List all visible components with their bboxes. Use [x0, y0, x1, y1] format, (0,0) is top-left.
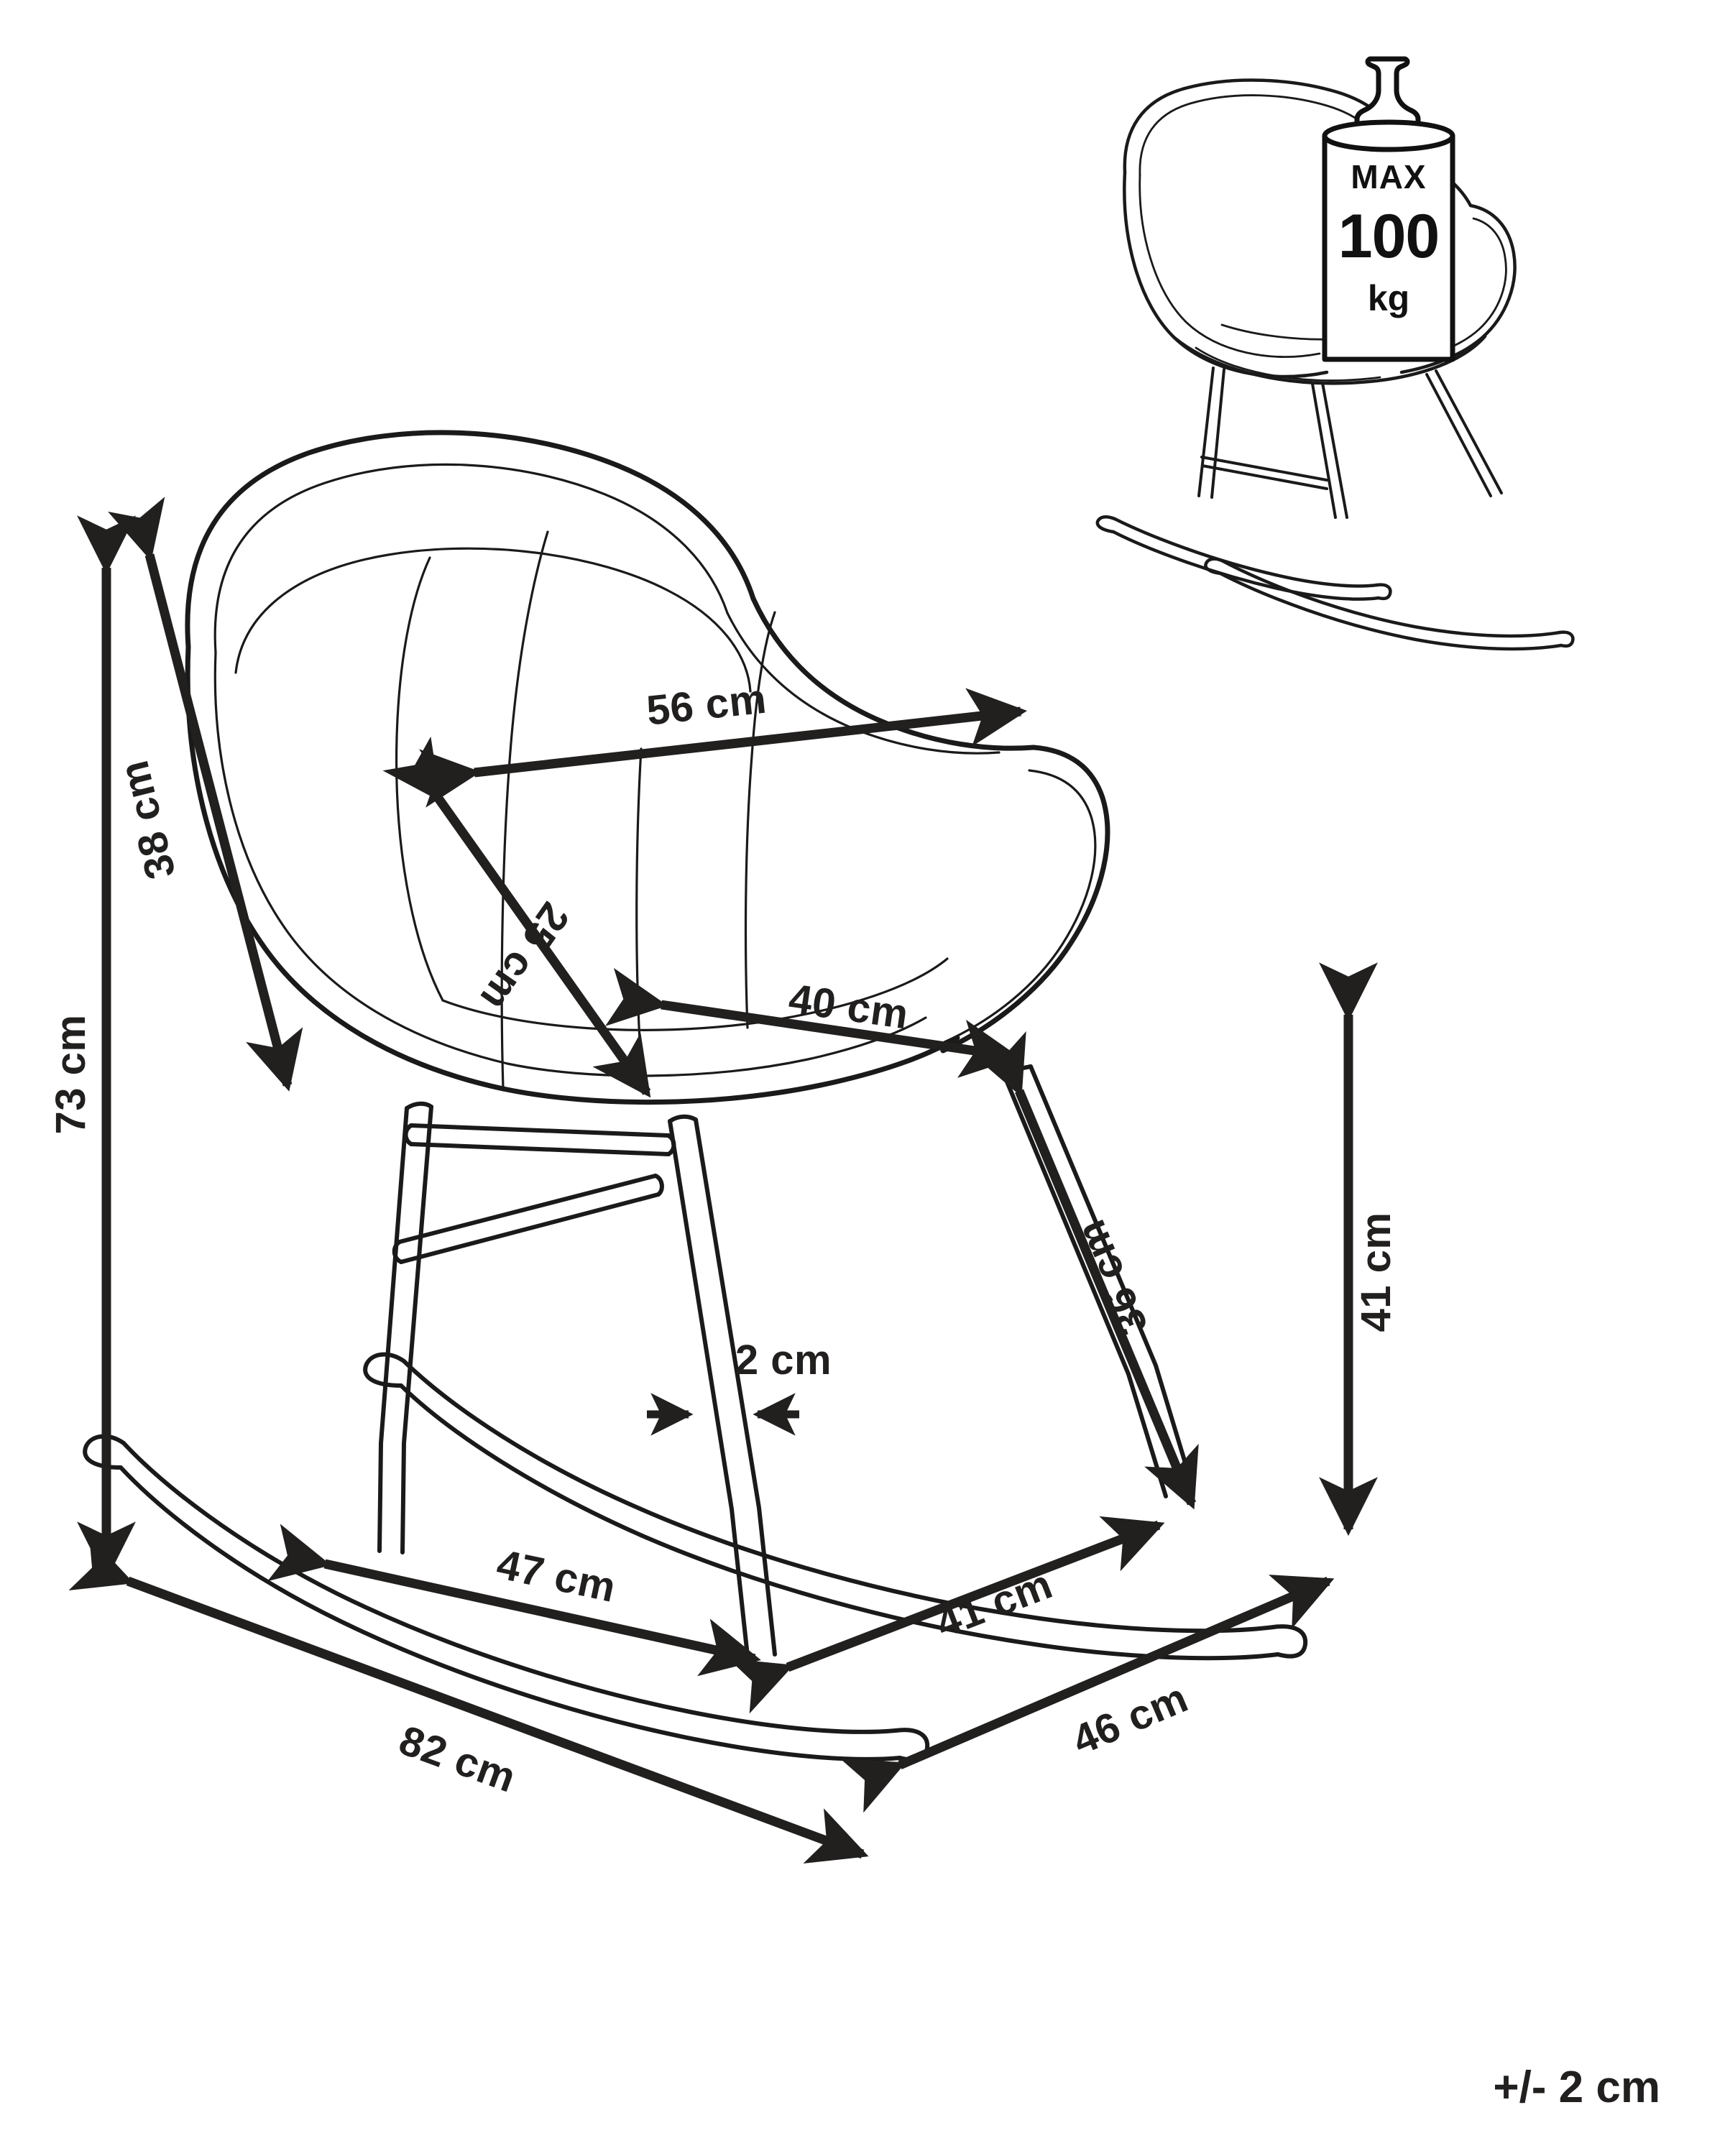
dimension-rocker-span: 47 cm: [267, 1524, 761, 1677]
dimension-tube-diameter: 2 cm: [647, 1337, 832, 1436]
dimension-total-height: 73 cm: [47, 515, 136, 1581]
dimension-label-tube-diameter: 2 cm: [735, 1337, 832, 1383]
dimension-rocker-rear-span: 41 cm: [728, 1516, 1165, 1714]
dimension-backrest-height: 38 cm: [108, 497, 303, 1092]
dimension-label-rocker-length: 82 cm: [393, 1717, 522, 1802]
dimension-rocker-length: 82 cm: [68, 1535, 869, 1864]
dimension-label-overall-width: 56 cm: [645, 676, 769, 734]
dimension-label-backrest-height: 38 cm: [110, 756, 184, 884]
dimension-seat-depth-back: 25 cm: [382, 736, 651, 1098]
weight-value: 100: [1338, 202, 1440, 271]
dimension-seat-depth: 40 cm: [605, 967, 1021, 1078]
dimension-label-seat-height: 41 cm: [1353, 1212, 1399, 1332]
weight-max-label: MAX: [1351, 158, 1426, 195]
dimension-label-leg-length: 36 cm: [1067, 1213, 1157, 1342]
weight-capacity-illustration: MAX 100 kg: [1095, 56, 1575, 651]
dimension-overall-width: 56 cm: [419, 676, 1028, 808]
dimension-label-total-height: 73 cm: [47, 1015, 94, 1135]
weight-unit-label: kg: [1368, 278, 1409, 318]
tolerance-note: +/- 2 cm: [1493, 2063, 1660, 2112]
dimension-leg-length: 36 cm: [972, 1031, 1199, 1510]
dimension-seat-height: 41 cm: [1319, 962, 1399, 1537]
main-chair-illustration: [83, 430, 1308, 1762]
dimension-label-rocker-rear-span: 41 cm: [929, 1561, 1058, 1648]
